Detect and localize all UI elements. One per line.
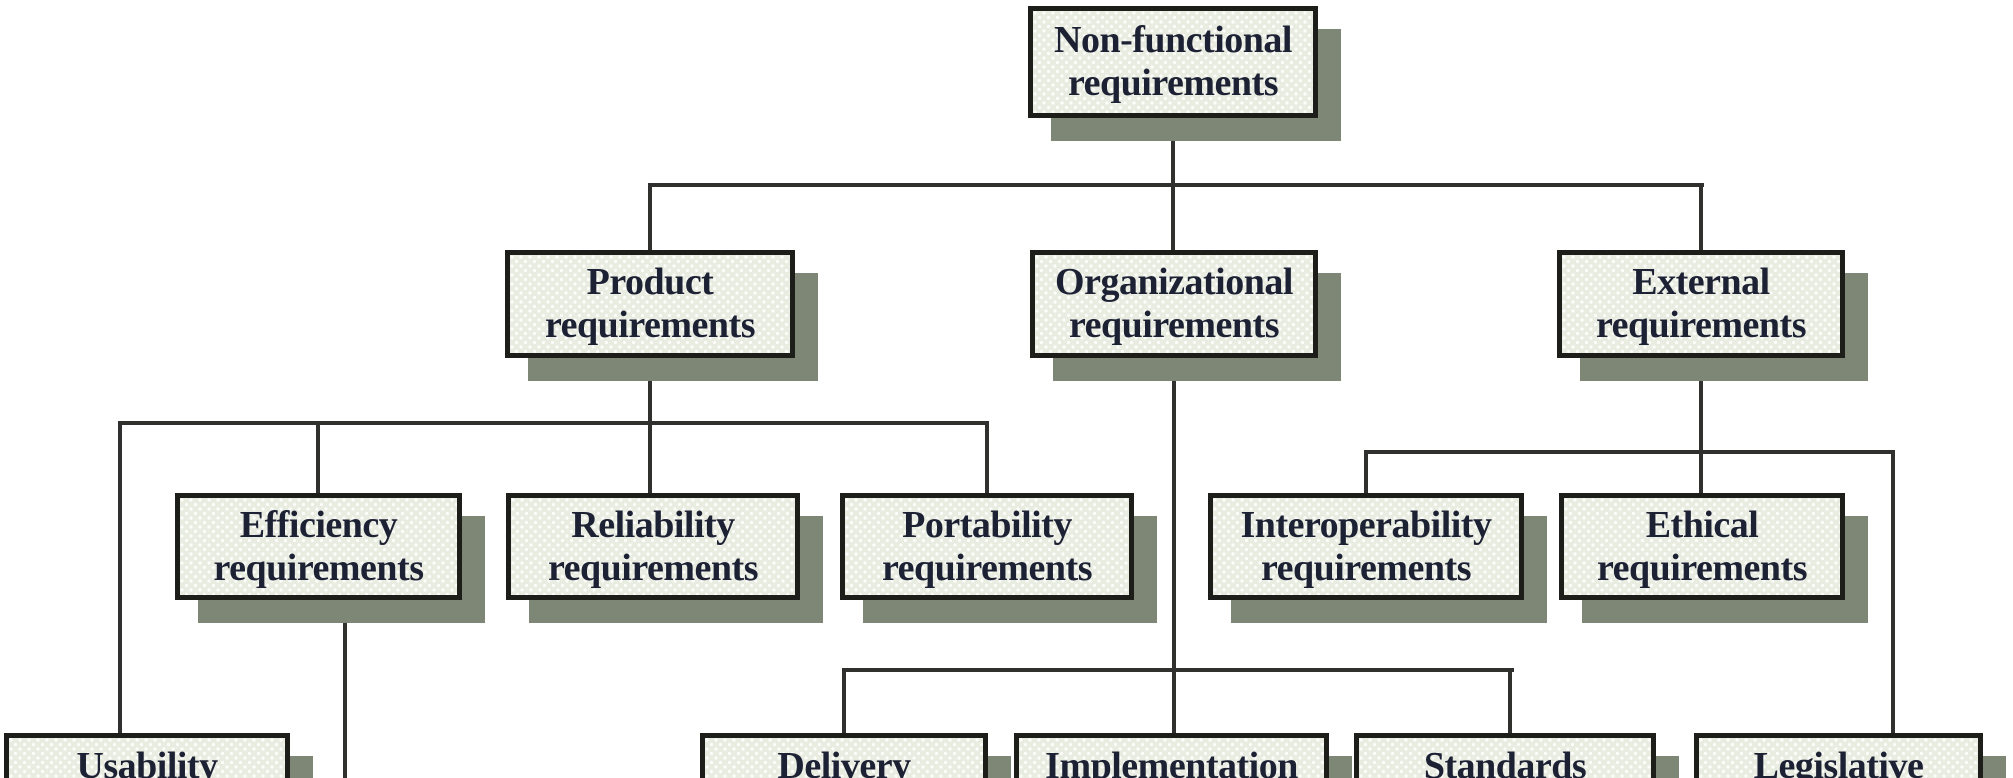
node-implementation-requirements: Implementation bbox=[1014, 733, 1329, 778]
node-label: Non-functional bbox=[1054, 19, 1292, 62]
node-standards-requirements: Standards bbox=[1354, 733, 1656, 778]
node-label: Organizational bbox=[1055, 261, 1293, 304]
node-label: External bbox=[1632, 261, 1770, 304]
node-usability-requirements: Usability bbox=[4, 733, 290, 778]
node-portability-requirements: Portability requirements bbox=[840, 493, 1134, 600]
node-label: Portability bbox=[902, 503, 1072, 546]
connector-efficiency-child-stem bbox=[343, 598, 347, 778]
node-external-requirements: External requirements bbox=[1557, 250, 1845, 358]
connector-product-stem bbox=[648, 358, 652, 425]
connector-level2-rail bbox=[648, 183, 1704, 187]
connector-drop-organizational bbox=[1171, 183, 1175, 253]
node-product-requirements: Product requirements bbox=[505, 250, 795, 358]
node-organizational-requirements: Organizational requirements bbox=[1030, 250, 1318, 358]
node-label: Efficiency bbox=[239, 503, 398, 546]
connector-drop-portability bbox=[985, 421, 989, 497]
connector-organizational-rail bbox=[842, 668, 1514, 672]
connector-product-rail bbox=[118, 421, 989, 425]
node-label: requirements bbox=[881, 546, 1093, 589]
node-label: Usability bbox=[76, 745, 218, 778]
connector-external-rail bbox=[1364, 450, 1895, 454]
connector-drop-interoperability bbox=[1364, 450, 1368, 496]
connector-drop-efficiency bbox=[316, 421, 320, 497]
connector-external-stem bbox=[1699, 358, 1703, 454]
connector-organizational-stem bbox=[1172, 358, 1176, 672]
node-label: requirements bbox=[1596, 546, 1808, 589]
node-label: requirements bbox=[1067, 62, 1279, 104]
node-label: Legislative bbox=[1753, 745, 1924, 778]
connector-drop-reliability bbox=[648, 421, 652, 497]
node-reliability-requirements: Reliability requirements bbox=[506, 493, 800, 600]
node-legislative-requirements: Legislative bbox=[1694, 733, 1983, 778]
connector-drop-standards bbox=[1508, 668, 1512, 733]
node-ethical-requirements: Ethical requirements bbox=[1559, 493, 1845, 600]
node-label: requirements bbox=[547, 546, 759, 589]
connector-drop-product bbox=[648, 183, 652, 253]
node-label: Product bbox=[586, 261, 714, 304]
connector-drop-legislative bbox=[1891, 450, 1895, 733]
node-label: Implementation bbox=[1045, 745, 1298, 778]
connector-drop-external bbox=[1699, 183, 1703, 253]
connector-drop-delivery bbox=[842, 668, 846, 733]
node-delivery-requirements: Delivery bbox=[700, 733, 988, 778]
node-non-functional-requirements: Non-functional requirements bbox=[1028, 6, 1318, 118]
node-label: requirements bbox=[1068, 304, 1280, 346]
node-label: requirements bbox=[1260, 546, 1472, 589]
connector-drop-implementation bbox=[1172, 668, 1176, 733]
node-efficiency-requirements: Efficiency requirements bbox=[175, 493, 462, 600]
connector-drop-usability bbox=[118, 421, 122, 733]
node-label: Interoperability bbox=[1240, 503, 1492, 546]
node-label: Standards bbox=[1423, 745, 1587, 778]
connector-drop-ethical bbox=[1699, 450, 1703, 496]
node-label: requirements bbox=[213, 546, 424, 589]
node-label: requirements bbox=[544, 304, 756, 346]
node-label: requirements bbox=[1595, 304, 1807, 346]
node-label: Delivery bbox=[777, 745, 911, 778]
node-interoperability-requirements: Interoperability requirements bbox=[1208, 493, 1524, 600]
connector-root-stem bbox=[1171, 116, 1175, 185]
node-label: Reliability bbox=[571, 503, 735, 546]
node-label: Ethical bbox=[1645, 503, 1759, 546]
